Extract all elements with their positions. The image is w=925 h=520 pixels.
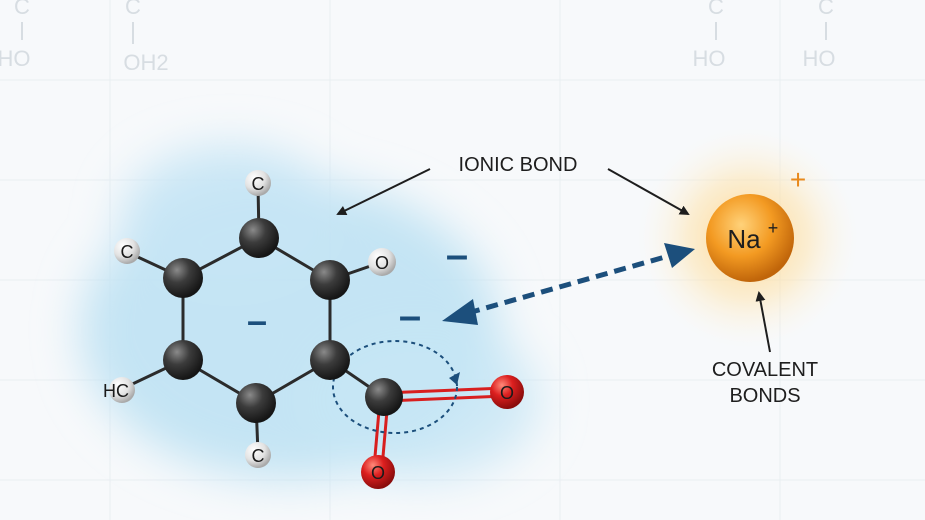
bg-formula-1-bottom: HO — [0, 46, 31, 71]
oxygen-atoms — [361, 375, 524, 489]
charge-right-upper: – — [446, 233, 468, 277]
carboxylate-ring-arrowhead — [449, 372, 460, 385]
atom-label-c-left: C — [121, 242, 134, 262]
carbon-atoms — [163, 218, 403, 423]
bg-formula-3: C HO — [693, 0, 726, 71]
charge-right-lower: – — [399, 294, 421, 338]
bg-formula-3-bottom: HO — [693, 46, 726, 71]
carbon-carboxyl — [365, 378, 403, 416]
atom-label-o-right: O — [500, 383, 514, 403]
carboxylate-dashed-ring — [332, 340, 458, 434]
ionic-bond-arrow-right — [607, 168, 690, 215]
covalent-label-line1: COVALENT — [712, 359, 818, 381]
carbon-6 — [163, 258, 203, 298]
sodium-sphere — [706, 194, 794, 282]
negative-charges: – – – — [247, 233, 468, 341]
hydrogen-left — [114, 238, 140, 264]
charge-ring: – — [247, 300, 267, 341]
oxygen-right — [490, 375, 524, 409]
bg-formula-3-top: C — [708, 0, 724, 19]
atom-label-o-hydroxyl: O — [375, 253, 389, 273]
sodium-charge-mark: + — [790, 164, 806, 195]
arrowhead-left — [442, 299, 478, 325]
atom-label-hc: HC — [103, 381, 129, 401]
bg-formula-4-top: C — [818, 0, 834, 19]
ionic-attraction-arrow — [442, 243, 695, 325]
arrowhead-right — [664, 243, 695, 268]
covalent-bonds-arrow — [755, 291, 771, 353]
bg-formula-4-bottom: HO — [803, 46, 836, 71]
oxygen-bottom — [361, 455, 395, 489]
carbon-4 — [236, 383, 276, 423]
atom-labels: C C HC C O O O — [103, 174, 514, 483]
hydrogen-hc — [109, 377, 135, 403]
hydrogen-atoms — [109, 170, 396, 468]
carbon-3 — [310, 340, 350, 380]
sodium-superscript: + — [768, 218, 779, 238]
carbon-1 — [239, 218, 279, 258]
bg-formula-1-top: C — [14, 0, 30, 19]
bg-formula-2-bottom: OH2 — [123, 50, 168, 75]
background-formulas: C HO C OH2 C HO C HO — [0, 0, 836, 75]
sodium-symbol: Na — [727, 224, 761, 254]
carbon-2 — [310, 260, 350, 300]
ionic-bond-arrow-left — [336, 168, 431, 215]
bg-formula-4: C HO — [803, 0, 836, 71]
hydrogen-top — [245, 170, 271, 196]
bg-formula-1: C HO — [0, 0, 31, 71]
ionic-bond-label: IONIC BOND — [459, 154, 578, 176]
atom-label-o-bottom: O — [371, 463, 385, 483]
hydrogen-hydroxyl — [368, 248, 396, 276]
atom-label-c-top: C — [252, 174, 265, 194]
sodium-ion: Na + + — [706, 164, 806, 282]
covalent-label-line2: BONDS — [729, 385, 800, 407]
bg-formula-2: C OH2 — [123, 0, 168, 75]
bg-formula-2-top: C — [125, 0, 141, 19]
carbon-5 — [163, 340, 203, 380]
atom-label-c-bottom: C — [252, 446, 265, 466]
hydrogen-bottom — [245, 442, 271, 468]
